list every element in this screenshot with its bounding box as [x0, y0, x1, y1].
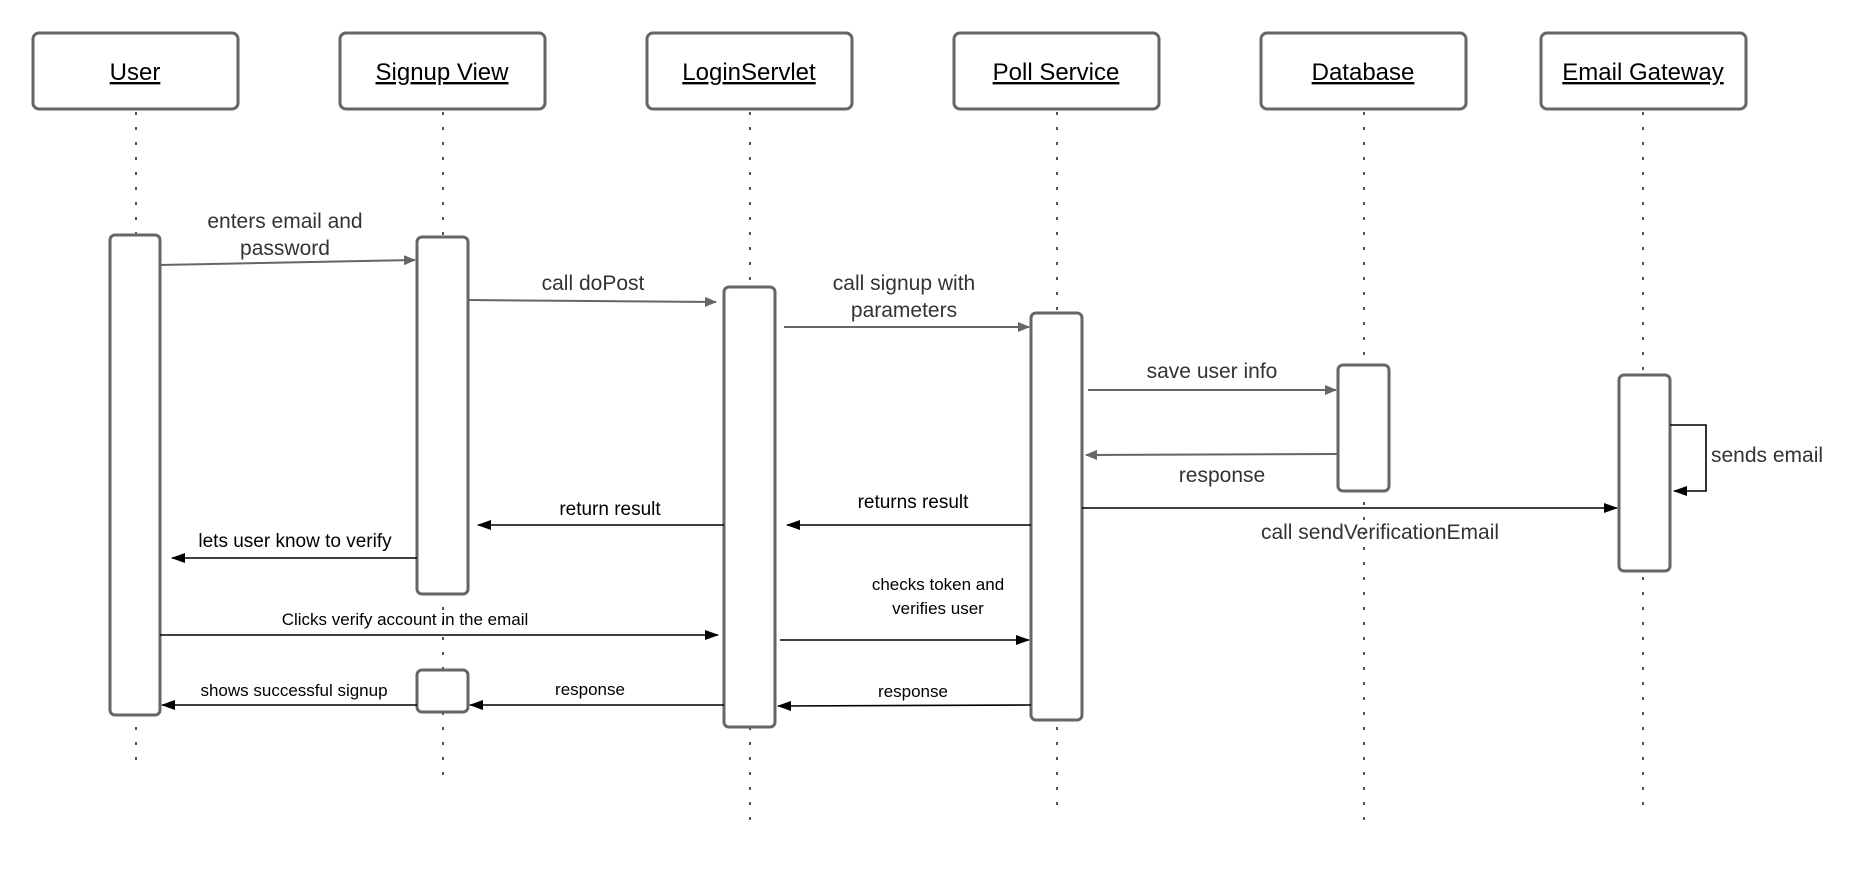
activation-poll-service — [1029, 311, 1084, 722]
label-save-user-info: save user info — [1147, 360, 1278, 383]
actor-database: Database — [1259, 31, 1468, 111]
label-call-signup-line1: call signup with — [833, 272, 975, 295]
label-returns-result: returns result — [858, 492, 970, 513]
label-call-send-verification: call sendVerificationEmail — [1261, 521, 1499, 544]
actor-login-servlet-label: LoginServlet — [682, 59, 816, 86]
actor-poll-service-label: Poll Service — [993, 59, 1120, 86]
arrow-db-response — [1085, 449, 1339, 460]
arrow-enters-email — [159, 255, 416, 266]
actor-poll-service: Poll Service — [952, 31, 1161, 111]
actor-user-label: User — [110, 59, 161, 86]
activation-signup-view-1 — [415, 235, 470, 596]
actor-user: User — [31, 31, 240, 111]
label-enters-email-line1: enters email and — [207, 210, 362, 233]
activation-user — [108, 233, 162, 717]
label-checks-token-line1: checks token and — [872, 575, 1004, 594]
actor-database-label: Database — [1312, 59, 1415, 86]
label-call-signup-line2: parameters — [851, 299, 957, 322]
arrow-sends-email-self — [1670, 424, 1707, 496]
arrow-call-dopost — [467, 296, 717, 307]
label-servlet-response: response — [555, 680, 625, 699]
arrow-poll-response — [777, 700, 1032, 711]
label-poll-response: response — [878, 682, 948, 701]
label-checks-token-line2: verifies user — [892, 599, 984, 618]
label-return-result: return result — [559, 499, 661, 520]
label-enters-email-line2: password — [240, 237, 330, 260]
label-lets-user-know: lets user know to verify — [198, 531, 392, 552]
actor-signup-view: Signup View — [338, 31, 547, 111]
activation-login-servlet — [722, 285, 777, 729]
label-db-response: response — [1179, 464, 1265, 487]
label-clicks-verify: Clicks verify account in the email — [282, 610, 529, 629]
label-sends-email: sends email — [1711, 444, 1823, 467]
actor-signup-view-label: Signup View — [376, 59, 510, 86]
actor-email-gateway: Email Gateway — [1539, 31, 1748, 111]
activation-email-gateway — [1617, 373, 1672, 573]
label-call-dopost: call doPost — [542, 272, 645, 295]
label-shows-successful: shows successful signup — [200, 681, 387, 700]
actor-login-servlet: LoginServlet — [645, 31, 854, 111]
activation-database — [1336, 363, 1391, 493]
activation-signup-view-2 — [415, 668, 470, 714]
actor-email-gateway-label: Email Gateway — [1562, 59, 1723, 86]
